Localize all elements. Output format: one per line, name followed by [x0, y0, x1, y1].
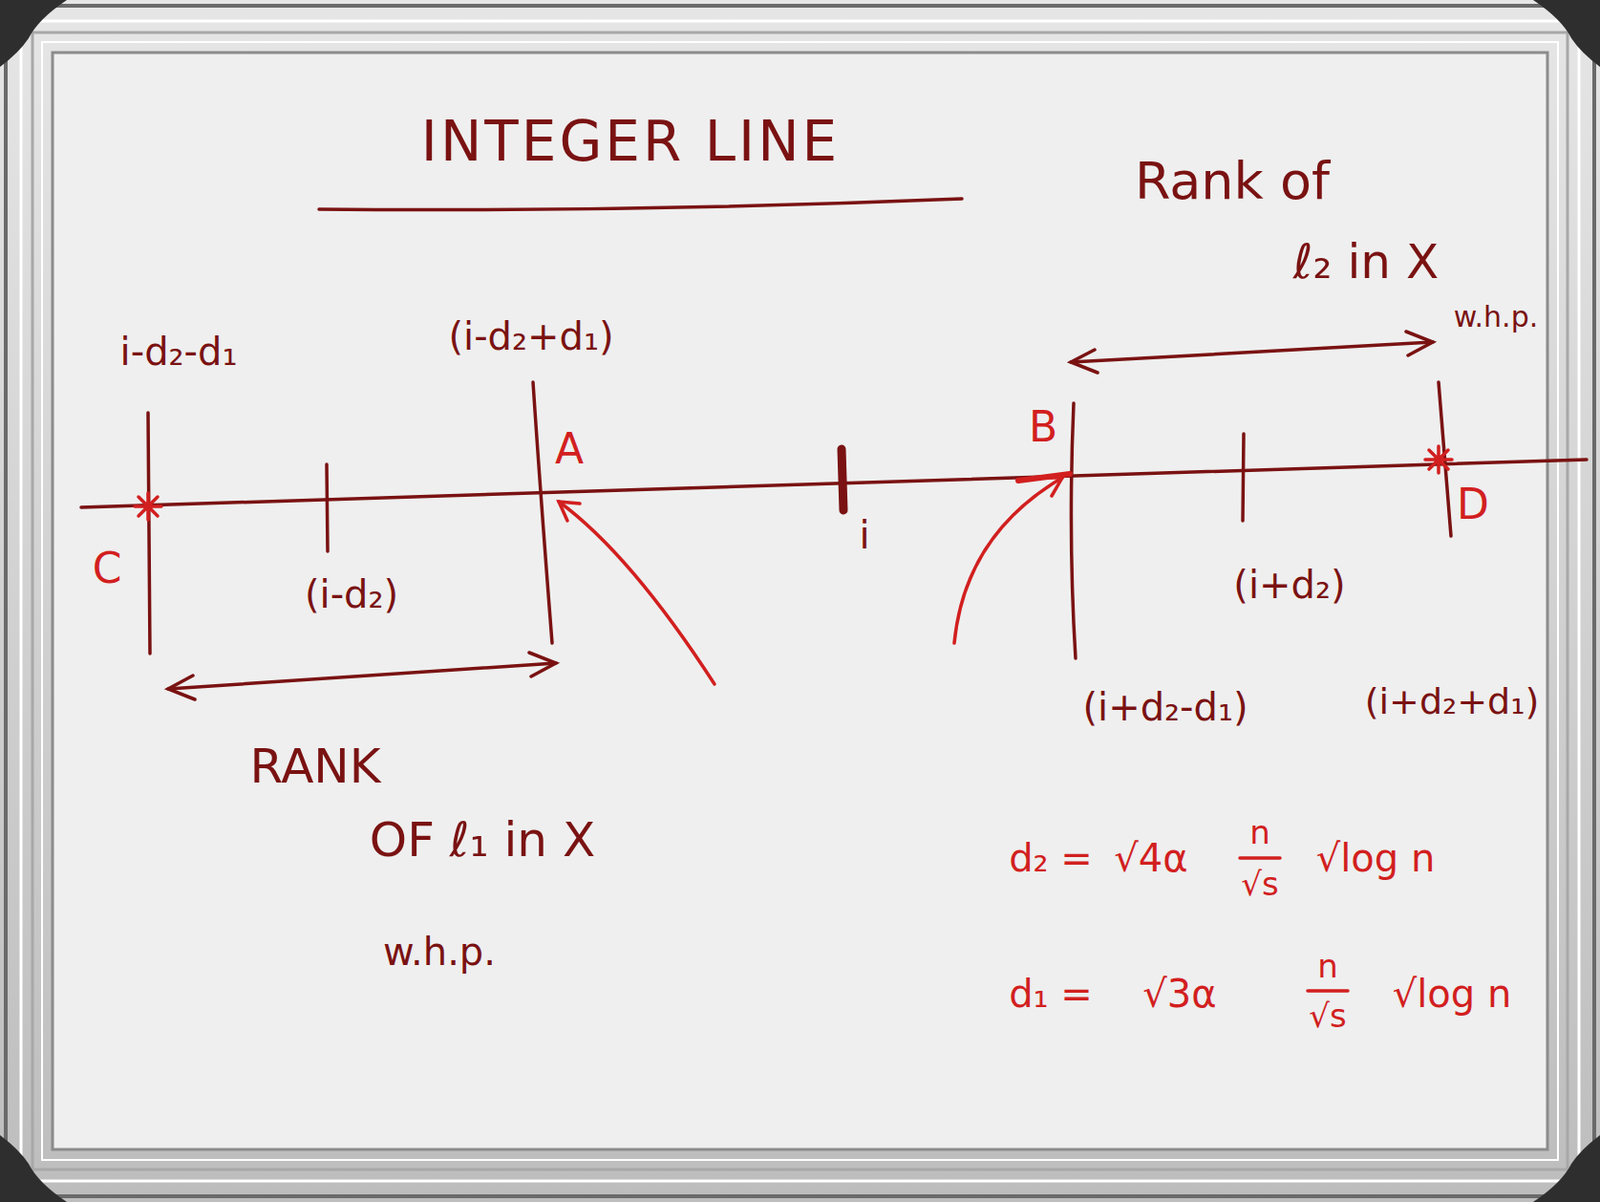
formula-part: √4α: [1113, 835, 1188, 880]
tick-label: i: [858, 512, 870, 557]
tick-mark: [326, 464, 328, 552]
tick-label: (i+d₂-d₁): [1082, 684, 1248, 729]
tick-label: (i-d₂): [304, 572, 399, 617]
frame-corner: [0, 0, 67, 67]
range-caption: w.h.p.: [1453, 300, 1538, 335]
formula-part: √s: [1240, 865, 1279, 903]
red-asterisk: [1425, 446, 1452, 473]
formula-part: n: [1317, 947, 1339, 985]
frame-rib: [21, 21, 1579, 1181]
tick-label: (i+d₂+d₁): [1365, 681, 1540, 724]
formula-part: d₂ =: [1008, 835, 1093, 880]
range-arrow: [168, 662, 556, 689]
point-letter: A: [554, 425, 584, 474]
arrow-head: [1070, 331, 1433, 373]
fraction-bar: [1239, 855, 1280, 860]
tick-mark: [533, 382, 553, 643]
pointer-arrow: [954, 477, 1063, 643]
range-caption: OF ℓ₁ in X: [369, 812, 596, 869]
red-asterisk: [134, 492, 162, 520]
frame-edge: [5, 5, 1595, 1196]
formula-part: n: [1249, 813, 1271, 852]
point-letter: D: [1456, 480, 1490, 530]
title-underline: [319, 198, 962, 211]
fraction-bar: [1307, 988, 1348, 993]
formula-part: √3α: [1142, 971, 1216, 1016]
tick-label: (i-d₂+d₁): [448, 314, 614, 359]
arrow-head: [168, 652, 556, 700]
integer-line: [81, 459, 1587, 508]
tick-mark: [148, 412, 150, 654]
point-letter: B: [1028, 403, 1058, 452]
frame-rib: [32, 32, 1568, 1170]
tick-mark: [841, 448, 844, 511]
frame-rib: [42, 42, 1558, 1160]
point-mark: [1018, 473, 1070, 481]
range-caption: w.h.p.: [383, 929, 496, 974]
arrow-head: [558, 501, 580, 521]
tick-mark: [1242, 433, 1244, 521]
board-surface: [52, 52, 1548, 1150]
tick-mark: [1070, 403, 1076, 659]
frame-corner: [1533, 1134, 1600, 1202]
frame-corner: [1533, 0, 1600, 67]
range-arrow: [1070, 341, 1433, 363]
formula-part: √s: [1308, 997, 1346, 1035]
frame-corner: [0, 1134, 67, 1202]
formula-part: √log n: [1316, 835, 1436, 880]
range-caption: Rank of: [1134, 151, 1330, 212]
arrow-head: [1041, 477, 1063, 496]
formula-part: √log n: [1392, 971, 1513, 1016]
board-title: INTEGER LINE: [421, 109, 840, 174]
formula-part: d₁ =: [1008, 971, 1093, 1016]
range-caption: ℓ₂ in X: [1293, 234, 1439, 291]
pointer-arrow: [558, 501, 715, 684]
point-letter: C: [92, 544, 123, 594]
tick-label: i-d₂-d₁: [120, 329, 238, 374]
tick-label: (i+d₂): [1233, 562, 1345, 607]
range-caption: RANK: [249, 739, 381, 795]
